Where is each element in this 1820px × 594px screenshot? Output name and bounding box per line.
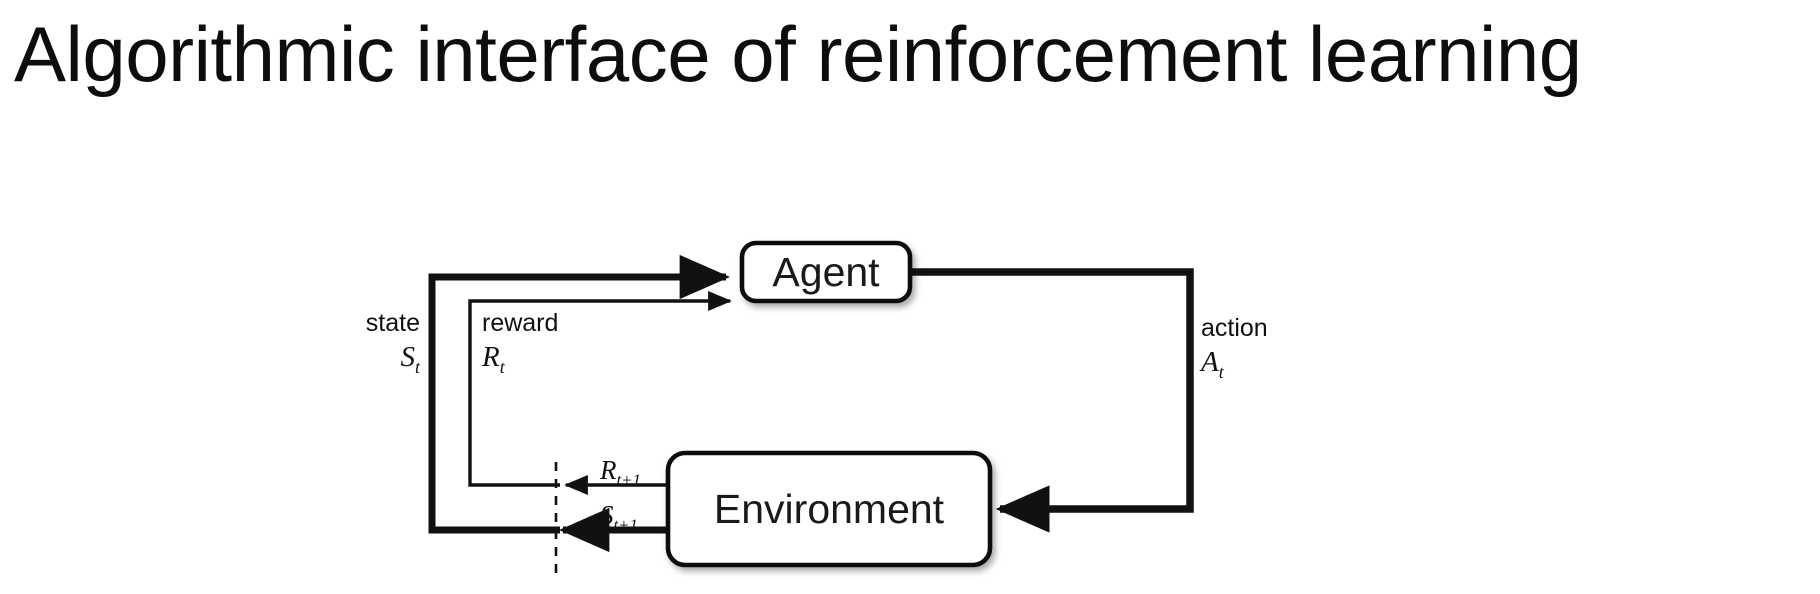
state-edge-label: state St <box>240 308 420 385</box>
action-edge-label-text: action <box>1201 314 1268 342</box>
action-edge-label: action At <box>1201 313 1268 390</box>
action-edge-symbol: At <box>1201 346 1224 382</box>
state-edge-label-text: state <box>365 309 420 337</box>
environment-node-box[interactable] <box>665 450 993 568</box>
reward-edge-label: reward Rt <box>482 308 558 385</box>
state-edge-path <box>428 254 731 553</box>
state-edge-symbol: St <box>400 341 421 377</box>
reward-edge-path <box>468 291 732 495</box>
reward-edge-label-text: reward <box>482 309 559 337</box>
next-state-symbol-label: St+1 <box>600 500 638 535</box>
reward-edge-symbol: Rt <box>482 341 505 377</box>
agent-node-box[interactable] <box>739 240 913 304</box>
next-reward-symbol-label: Rt+1 <box>600 455 641 490</box>
page-title: Algorithmic interface of reinforcement l… <box>14 10 1582 98</box>
action-edge-path <box>910 268 1194 533</box>
